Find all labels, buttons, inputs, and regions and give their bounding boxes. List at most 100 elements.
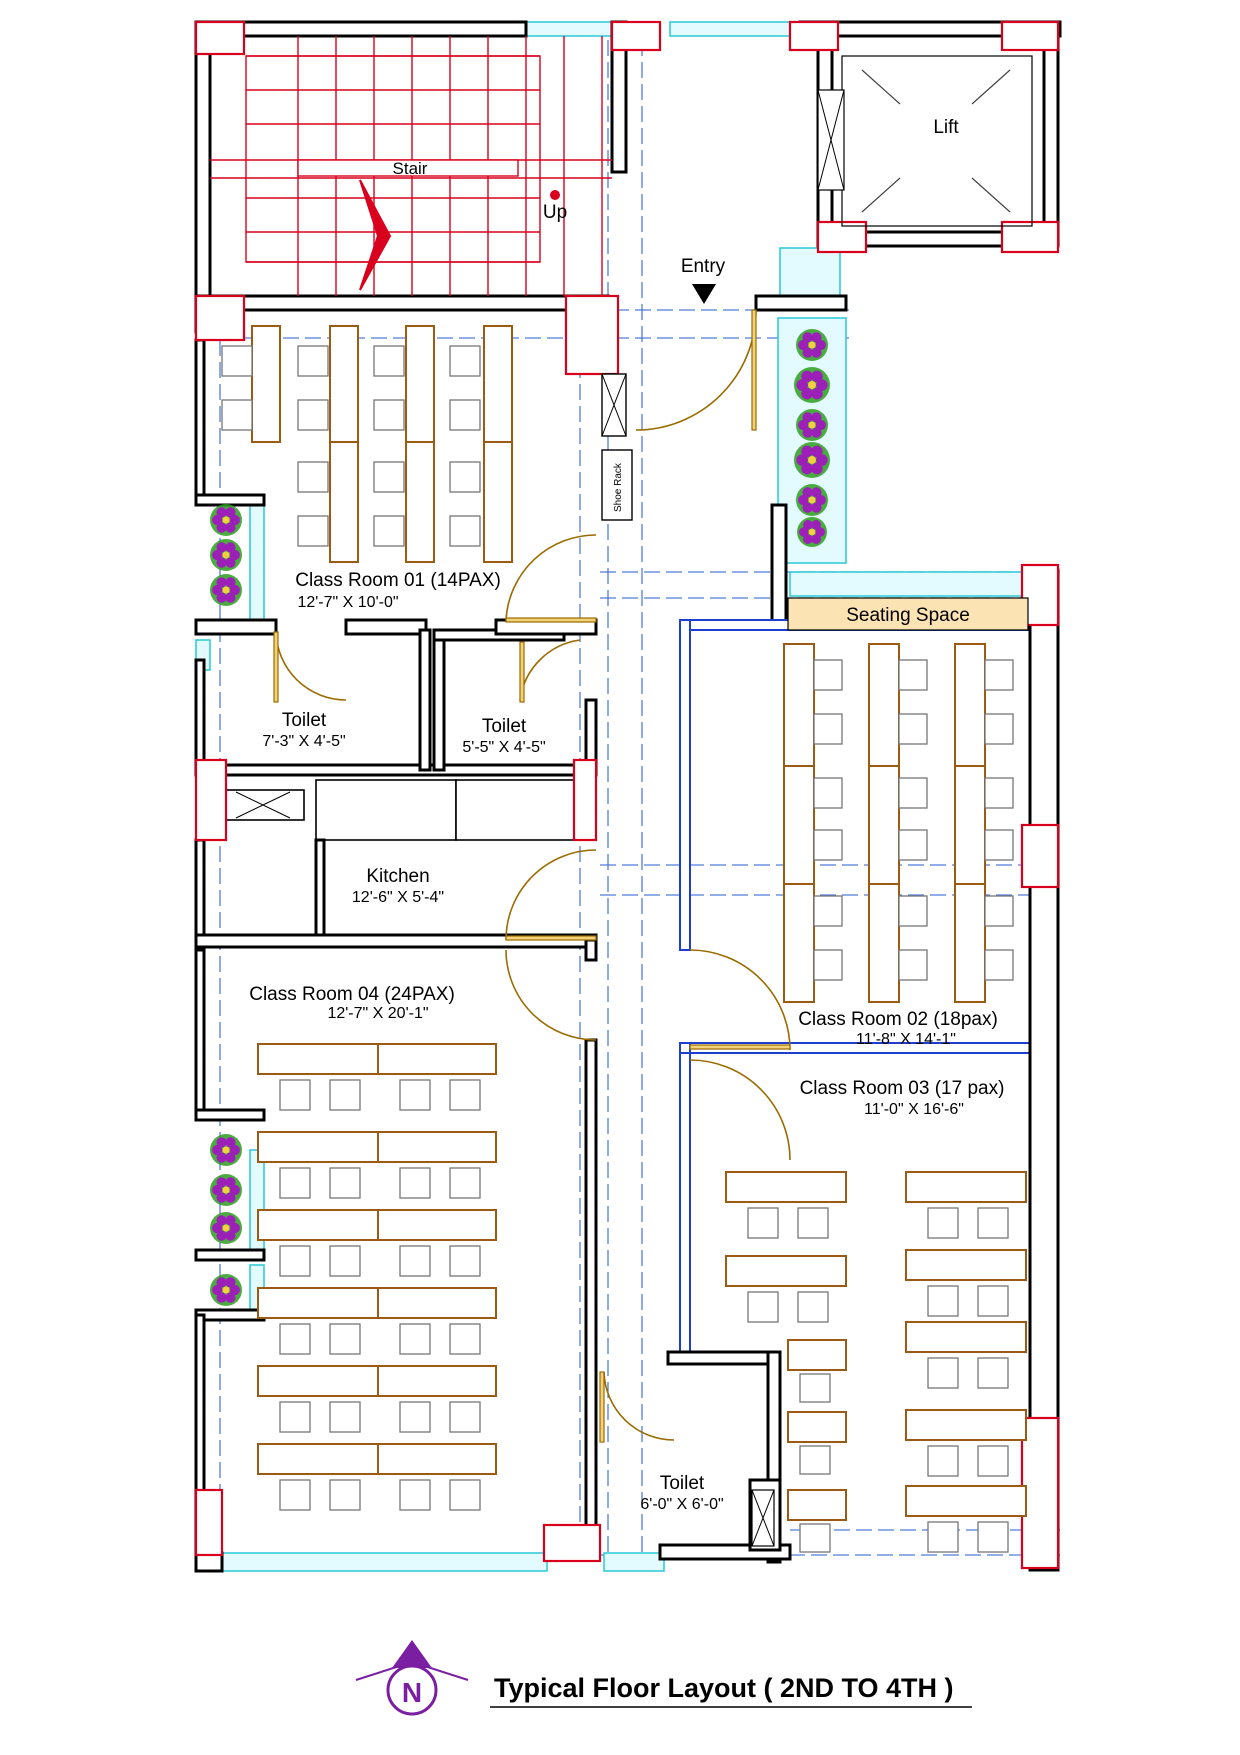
desk (329, 441, 359, 563)
desk (377, 1131, 497, 1163)
planter-flower (225, 557, 236, 568)
planter-flower (216, 1215, 227, 1226)
desk (787, 1489, 847, 1521)
chair (449, 345, 481, 377)
classroom-02-name: Class Room 02 (18pax) (798, 1009, 998, 1030)
planter-flower (811, 332, 822, 343)
planter-flower (811, 445, 823, 458)
desk (377, 1365, 497, 1397)
planter-flower (802, 502, 813, 513)
planter-flower (216, 1230, 227, 1241)
desk (329, 325, 359, 443)
chair (984, 659, 1014, 691)
desk (905, 1409, 1027, 1441)
chair (329, 1079, 361, 1111)
desk (954, 643, 986, 767)
north-arrow: N (355, 1640, 469, 1716)
planter-center (808, 496, 816, 504)
door-kitchen (505, 849, 597, 941)
toilet-2-name: Toilet (482, 716, 527, 737)
door-classroom-03 (689, 1059, 791, 1161)
chair (797, 1207, 829, 1239)
chair (813, 895, 843, 927)
chair (813, 713, 843, 745)
desk (405, 325, 435, 443)
chair (399, 1323, 431, 1355)
planter-flower (212, 1222, 223, 1234)
planter-flower (803, 520, 813, 530)
chair (279, 1401, 311, 1433)
door-toilet-2 (519, 639, 581, 701)
planter-flower (796, 379, 808, 391)
planter-flower (225, 1192, 236, 1203)
drawing-title: Typical Floor Layout ( 2ND TO 4TH ) (494, 1673, 954, 1703)
planter-flower (225, 1215, 236, 1226)
planter-center (808, 381, 816, 389)
planter-icon (796, 329, 828, 361)
chair (449, 1401, 481, 1433)
planter-center (222, 1286, 230, 1294)
desk (954, 883, 986, 1003)
classroom-01-size: 12'-7" X 10'-0" (297, 594, 398, 611)
desk (377, 1443, 497, 1475)
planter-flower (216, 1152, 227, 1163)
desk (483, 325, 513, 443)
chair (399, 1079, 431, 1111)
planter-flower (216, 522, 227, 533)
planter-flower (816, 379, 828, 391)
desk (783, 643, 815, 767)
classroom-04-size: 12'-7" X 20'-1" (327, 1005, 428, 1022)
chair (984, 777, 1014, 809)
toilet-fixture (751, 1489, 775, 1547)
chair (977, 1357, 1009, 1389)
desk (725, 1171, 847, 1203)
furniture (221, 325, 1027, 1553)
planter-flower (798, 419, 809, 431)
planter-flower (225, 1230, 236, 1241)
desk (257, 1287, 379, 1319)
planter-flower (225, 1177, 236, 1188)
chair (977, 1521, 1009, 1553)
chair (373, 345, 405, 377)
seating-space-label: Seating Space (846, 605, 970, 626)
planter-icon (796, 484, 828, 516)
planter-icon (210, 1134, 242, 1166)
planter-flower (216, 577, 227, 588)
planter-flower (216, 1192, 227, 1203)
chair (799, 1523, 831, 1553)
doors (273, 534, 791, 1443)
desk (377, 1209, 497, 1241)
lift: Lift (817, 55, 1033, 227)
desk (405, 441, 435, 563)
planter-flower (811, 387, 823, 400)
chair (984, 895, 1014, 927)
planter-center (222, 1186, 230, 1194)
toilet-3-size: 6'-0" X 6'-0" (640, 1496, 723, 1513)
planter-flower (801, 462, 813, 475)
toilet-3-name: Toilet (660, 1473, 705, 1494)
planter-flower (811, 412, 822, 423)
stair-up-label: Up (543, 202, 567, 223)
toilet-2-size: 5'-5" X 4'-5" (462, 739, 545, 756)
chair (329, 1167, 361, 1199)
planter-flower (798, 527, 809, 537)
planter-center (222, 1146, 230, 1154)
entry: Entry (635, 256, 757, 431)
toilet-1-size: 7'-3" X 4'-5" (262, 733, 345, 750)
planter-flower (225, 1137, 236, 1148)
desk (787, 1411, 847, 1443)
planter-flower (212, 514, 223, 526)
seating-space: Seating Space (787, 597, 1029, 631)
planter-flower (801, 445, 813, 458)
entry-door-swing (635, 309, 757, 431)
planter-flower (212, 1184, 223, 1196)
desk (725, 1255, 847, 1287)
planter-flower (798, 339, 809, 351)
desk (257, 1365, 379, 1397)
planter-flower (229, 1144, 240, 1156)
chair (927, 1285, 959, 1317)
planter-flower (802, 487, 813, 498)
planter-icon (796, 409, 828, 441)
entry-label: Entry (681, 256, 726, 277)
planter-flower (216, 592, 227, 603)
